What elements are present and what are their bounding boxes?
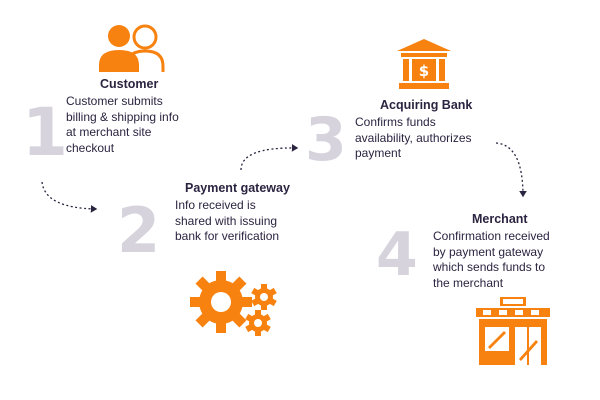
step-2-line: shared with issuing	[175, 213, 278, 228]
step-1-title: Customer	[100, 77, 159, 91]
step-4-description: Confirmation received by payment gateway…	[433, 229, 550, 291]
step-3-line: payment	[355, 146, 402, 160]
step-2-line: Info received is	[175, 198, 256, 212]
step-4-title: Merchant	[472, 212, 528, 226]
step-1-line: at merchant site	[66, 125, 152, 139]
step-1-description: Customer submits billing & shipping info…	[66, 94, 179, 156]
bank-icon: $	[397, 39, 451, 89]
arrow-3-to-4	[495, 142, 527, 198]
step-2-number: 2	[117, 194, 161, 267]
step-3-title: Acquiring Bank	[380, 98, 473, 112]
step-4-number: 4	[376, 220, 418, 290]
step-3-line: availability, authorizes	[355, 130, 472, 145]
step-4-line: Confirmation received	[433, 229, 550, 243]
step-3-line: Confirms funds	[355, 115, 436, 129]
gears-icon	[190, 271, 277, 336]
step-1-line: Customer submits	[66, 94, 163, 108]
step-3-number: 3	[305, 105, 347, 175]
step-4-line: by payment gateway	[433, 244, 544, 259]
store-icon	[476, 297, 550, 365]
step-3-description: Confirms funds availability, authorizes …	[355, 115, 472, 162]
step-1-number: 1	[22, 94, 68, 171]
step-2-title: Payment gateway	[185, 181, 290, 195]
svg-text:$: $	[419, 62, 429, 80]
step-2-description: Info received is shared with issuing ban…	[175, 198, 279, 245]
arrow-1-to-2	[41, 181, 98, 213]
step-4-line: the merchant	[433, 275, 504, 290]
step-1-line: checkout	[66, 140, 115, 155]
step-1-line: billing & shipping info	[66, 109, 179, 124]
step-4-line: which sends funds to	[433, 260, 546, 274]
customers-icon	[99, 24, 165, 72]
arrow-2-to-3	[240, 144, 299, 171]
step-2-line: bank for verification	[175, 229, 280, 243]
